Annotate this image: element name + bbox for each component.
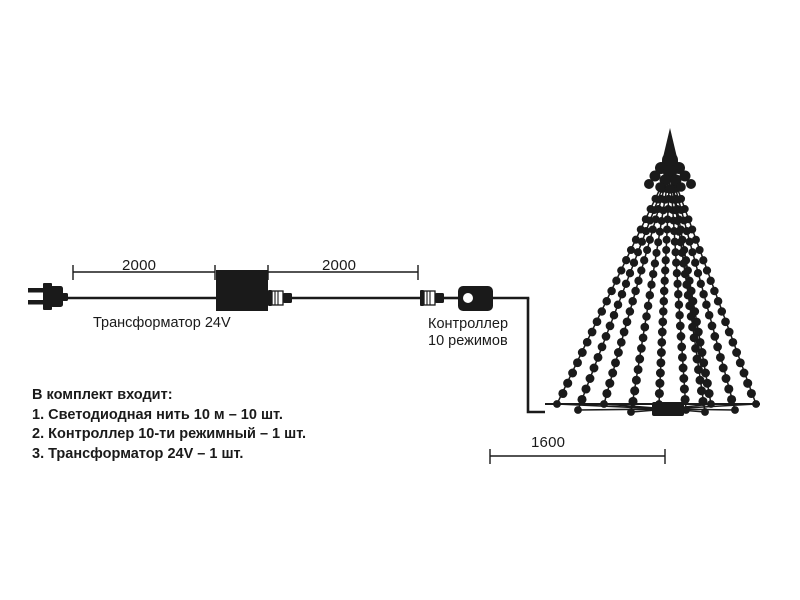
tree-apex [644, 128, 696, 194]
dimension-line-2000-left [72, 265, 216, 280]
dimension-line-1600 [489, 449, 666, 464]
bom-item-1: 1. Светодиодная нить 10 м – 10 шт. [32, 406, 283, 423]
dimension-label-2000-right: 2000 [322, 257, 357, 274]
bom-item-2: 2. Контроллер 10-ти режимный – 1 шт. [32, 426, 307, 442]
bom-title: В комплект входит: [32, 387, 173, 403]
controller-label-line1: Контроллер [428, 316, 509, 332]
dimension-label-2000-left: 2000 [122, 257, 157, 274]
mains-plug-icon [28, 283, 68, 310]
tree-hub-connector [652, 402, 684, 416]
controller-label-line2: 10 режимов [428, 333, 508, 349]
controller-label: Контроллер 10 режимов [428, 316, 508, 350]
controller-block [458, 286, 493, 311]
bom-item-3: 3. Трансформатор 24V – 1 шт. [32, 445, 244, 462]
led-cone-tree [545, 128, 760, 416]
dimension-label-1600: 1600 [531, 434, 566, 451]
transformer-label: Трансформатор 24V [93, 315, 231, 331]
cable-connector-a-icon [268, 290, 292, 306]
cable-connector-b-icon [420, 290, 444, 306]
controller-to-tree-cable [526, 298, 545, 414]
transformer-block [216, 270, 268, 311]
bill-of-materials: В комплект входит: 1. Светодиодная нить … [32, 386, 306, 464]
tree-strands [556, 167, 757, 413]
